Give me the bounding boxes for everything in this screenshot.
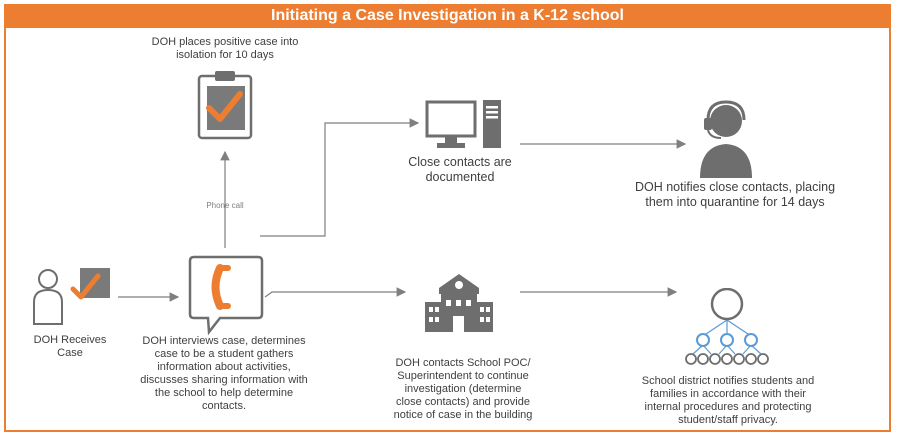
computer-icon <box>425 100 501 148</box>
diagram-title: Initiating a Case Investigation in a K-1… <box>4 4 891 28</box>
label-receives-case: DOH Receives Case <box>33 334 107 359</box>
label-isolation: DOH places positive case into isolation … <box>151 36 299 61</box>
label-notify-contacts: DOH notifies close contacts, placing the… <box>634 180 836 209</box>
label-contacts-documented: Close contacts are documented <box>408 155 512 184</box>
label-school-poc: DOH contacts School POC/ Superintendent … <box>393 357 533 421</box>
clipboard-check-icon <box>197 71 253 140</box>
arrow-interview-to-contacts <box>260 118 420 237</box>
headset-agent-icon <box>700 100 752 178</box>
phone-bubble-icon <box>188 255 264 336</box>
arrow-interview-to-school <box>264 287 407 298</box>
label-district-notifies: School district notifies students and fa… <box>641 375 815 426</box>
person-with-check-icon <box>33 268 110 325</box>
hierarchy-tree-icon <box>685 288 769 365</box>
label-phone-call: Phone call <box>206 201 244 210</box>
school-building-icon <box>425 274 493 332</box>
label-interview: DOH interviews case, determines case to … <box>140 335 308 412</box>
